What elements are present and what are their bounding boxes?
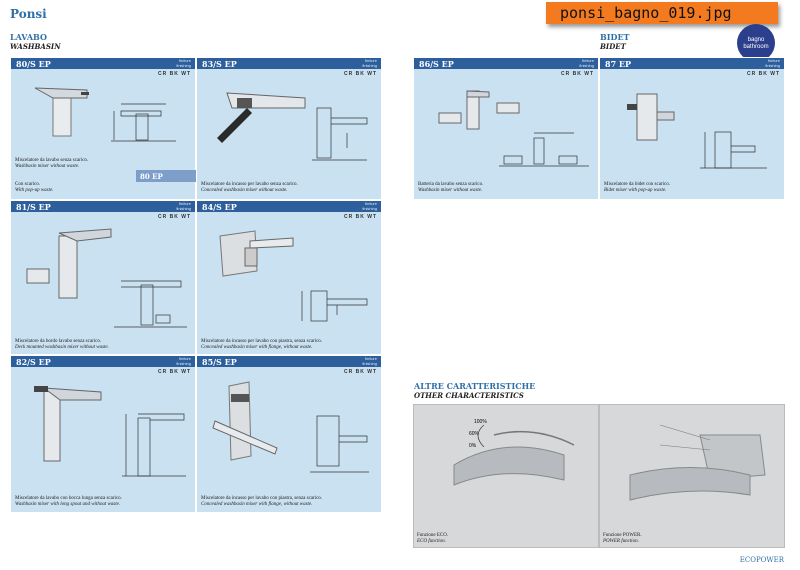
faucet-photo: [34, 87, 89, 137]
variant-code: 80 EP: [136, 170, 198, 182]
technical-drawing: [114, 280, 187, 328]
power-function-illustration: [629, 424, 766, 501]
faucet-photo: [217, 92, 306, 143]
technical-drawing: [301, 290, 368, 322]
eco-mark-2: 60%: [469, 431, 480, 437]
eco-mark-3: 0%: [469, 443, 477, 449]
power-function-panel: Funzione POWER.POWER function.: [599, 404, 785, 548]
technical-drawing: [310, 415, 369, 473]
finish-codes: CR BK WT: [344, 214, 377, 220]
technical-drawing: [111, 103, 176, 142]
product-code: 85/S EP: [202, 357, 237, 367]
faucet-photo: [219, 230, 294, 277]
technical-drawing: [499, 132, 589, 167]
other-subtitle: OTHER CHARACTERISTICS: [414, 391, 524, 400]
product-description: Miscelatore da bordo lavabo senza scaric…: [15, 339, 109, 350]
badge-line1: bagno: [747, 37, 765, 43]
product-description: Miscelatore da bidet con scarico.Bidet m…: [604, 182, 670, 193]
bidet-title: BIDET: [600, 32, 630, 42]
product-code: 86/S EP: [419, 59, 454, 69]
finish-codes: CR BK WT: [158, 71, 191, 77]
product-description: Miscelatore da incasso per lavabo con pi…: [201, 496, 323, 507]
technical-drawing: [700, 131, 767, 169]
faucet-photo: [34, 386, 102, 462]
product-description: Miscelatore da lavabo senza scarico.Wash…: [15, 158, 89, 169]
product-code: 84/S EP: [202, 202, 237, 212]
brand-logo: Ponsi: [10, 7, 47, 21]
washbasin-title: LAVABO: [10, 32, 47, 42]
washbasin-subtitle: WASHBASIN: [10, 42, 61, 51]
file-label: ponsi_bagno_019.jpg: [546, 2, 778, 24]
product-description: Batteria da lavabo senza scarico.Washbas…: [418, 182, 484, 193]
eco-mark-1: 100%: [474, 419, 487, 425]
badge-line2: bathroom: [743, 44, 769, 50]
footer-series-name: ECOPOWER: [739, 556, 784, 564]
product-code: 87 EP: [605, 59, 632, 69]
product-description: Miscelatore da incasso per lavabo senza …: [201, 182, 298, 193]
variant-description: Con scarico.With pop-up waste.: [15, 182, 54, 193]
technical-drawing: [312, 107, 368, 161]
product-description: Miscelatore da lavabo con bocca lunga se…: [15, 496, 122, 507]
finish-codes: CR BK WT: [344, 71, 377, 77]
finish-codes: CR BK WT: [344, 369, 377, 375]
product-code: 80/S EP: [16, 59, 51, 69]
product-code: 81/S EP: [16, 202, 51, 212]
finish-codes: CR BK WT: [158, 214, 191, 220]
faucet-photo: [26, 228, 112, 299]
faucet-photo: [627, 93, 675, 141]
finish-codes: CR BK WT: [561, 71, 594, 77]
finish-codes: CR BK WT: [158, 369, 191, 375]
eco-function-label: Funzione ECO.ECO function.: [417, 533, 449, 544]
other-title: ALTRE CARATTERISTICHE: [414, 381, 536, 391]
bidet-subtitle: BIDET: [600, 42, 626, 51]
technical-drawing: [122, 413, 186, 477]
finish-codes: CR BK WT: [747, 71, 780, 77]
faucet-photo: [212, 381, 278, 461]
product-code: 82/S EP: [16, 357, 51, 367]
product-description: Miscelatore da incasso per lavabo con pi…: [201, 339, 323, 350]
power-function-label: Funzione POWER.POWER function.: [603, 533, 642, 544]
product-code: 83/S EP: [202, 59, 237, 69]
faucet-photo: [438, 90, 520, 130]
eco-function-panel: 100% 60% 0% Funzione ECO.ECO function.: [413, 404, 599, 548]
eco-function-illustration: 100% 60% 0%: [453, 419, 575, 486]
